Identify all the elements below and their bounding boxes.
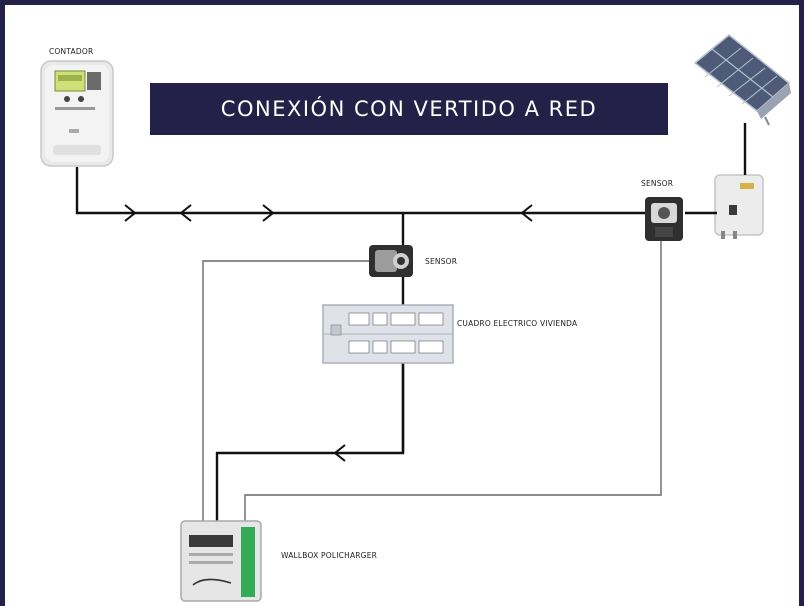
flow-arrows (124, 204, 533, 462)
wiring-diagram (40, 34, 791, 602)
sensor-cables (202, 237, 662, 523)
charger-label: WALLBOX POLICHARGER (281, 551, 378, 560)
distribution-board-icon (322, 304, 454, 364)
main-sensor-label: SENSOR (425, 257, 458, 266)
power-wires (75, 123, 747, 523)
ev-charger-icon (180, 520, 262, 602)
solar-panel-icon (693, 34, 791, 126)
electric-meter-icon (40, 60, 114, 167)
current-sensor-icon (645, 197, 683, 241)
meter-label: CONTADOR (49, 47, 94, 56)
panel-label: CUADRO ELECTRICO VIVIENDA (457, 319, 578, 328)
current-sensor-icon (369, 245, 413, 277)
diagram-title: CONEXIÓN CON VERTIDO A RED (150, 83, 668, 135)
inverter-sensor-label: SENSOR (641, 179, 674, 188)
inverter-icon (714, 174, 764, 239)
